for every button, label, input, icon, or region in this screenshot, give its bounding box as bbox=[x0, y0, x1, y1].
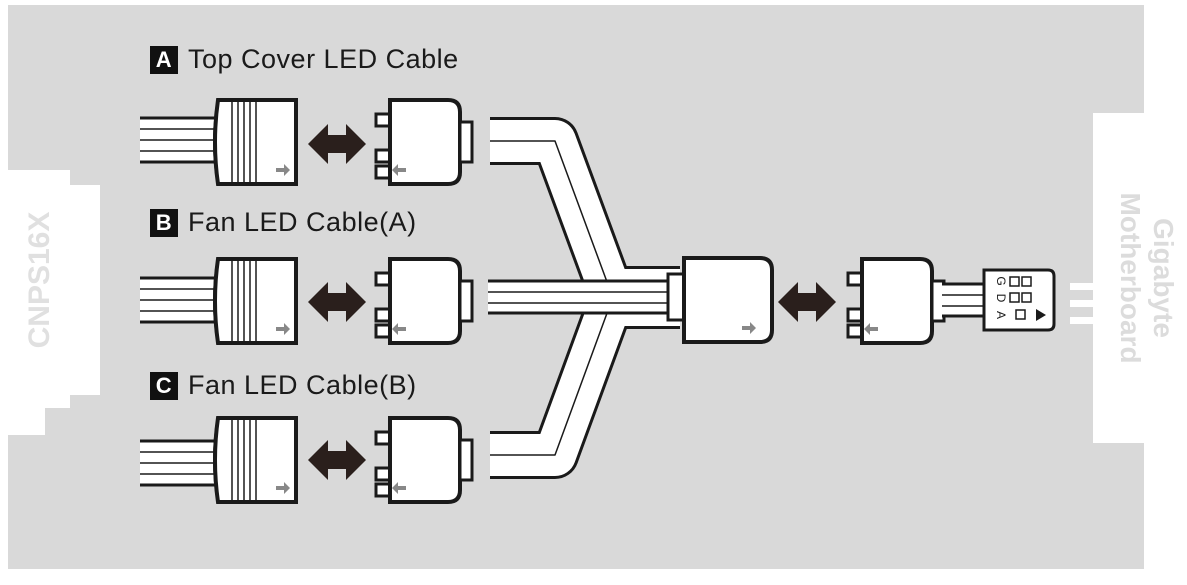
cooler-bracket bbox=[8, 170, 100, 435]
badge-c: C bbox=[150, 371, 178, 400]
fan-cable-b bbox=[138, 275, 222, 325]
label-text-b: Fan LED Cable(A) bbox=[188, 207, 417, 237]
label-text-a: Top Cover LED Cable bbox=[188, 44, 459, 74]
female-connector-c bbox=[212, 416, 298, 504]
header-stub bbox=[1070, 317, 1096, 324]
male-connector-c bbox=[374, 416, 474, 504]
splitter-connector bbox=[666, 256, 774, 344]
header-stub bbox=[1070, 300, 1096, 307]
cooler-label: CNPS16X bbox=[23, 211, 56, 349]
label-top-cover: A Top Cover LED Cable bbox=[150, 44, 459, 75]
adapter-male-connector bbox=[846, 257, 946, 345]
motherboard-panel bbox=[1093, 113, 1187, 443]
label-fan-a: B Fan LED Cable(A) bbox=[150, 207, 417, 238]
female-connector-b bbox=[212, 257, 298, 345]
fan-cable-a bbox=[138, 115, 222, 165]
adapter-cable bbox=[942, 283, 987, 317]
fan-cable-c bbox=[138, 438, 222, 488]
motherboard-header-plug: G D A bbox=[982, 268, 1056, 332]
motherboard-label-line2: Motherboard bbox=[1115, 192, 1146, 364]
label-fan-b: C Fan LED Cable(B) bbox=[150, 370, 417, 401]
badge-b: B bbox=[150, 208, 178, 237]
header-pin-g: G bbox=[994, 276, 1008, 285]
badge-a: A bbox=[150, 45, 178, 74]
motherboard-label-line1: Gigabyte bbox=[1148, 218, 1179, 338]
header-pin-a: A bbox=[994, 311, 1008, 319]
header-pin-d: D bbox=[994, 294, 1008, 303]
label-text-c: Fan LED Cable(B) bbox=[188, 370, 417, 400]
header-stub bbox=[1070, 283, 1096, 290]
female-connector-a bbox=[212, 98, 298, 186]
male-connector-b bbox=[374, 257, 474, 345]
male-connector-a bbox=[374, 98, 474, 186]
split-cable bbox=[488, 117, 680, 479]
